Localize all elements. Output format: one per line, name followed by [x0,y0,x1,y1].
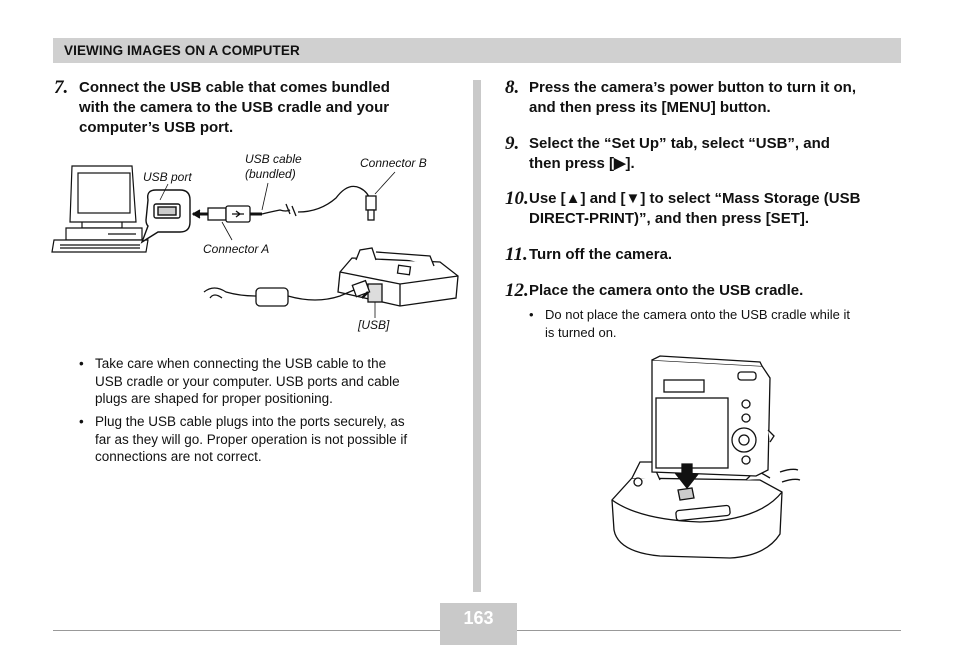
bullet-line: connections are not correct. [95,449,262,464]
step-7-number: 7. [54,77,69,98]
usb-label: [USB] [358,318,390,332]
note-item: • Do not place the camera onto the USB c… [529,306,850,341]
usb-cable [191,185,377,223]
step-8-line-1: Press the camera’s power button to turn … [529,79,856,96]
connector-a-label: Connector A [203,242,270,256]
step-8-number: 8. [505,77,520,98]
bullet-line: USB cradle or your computer. USB ports a… [95,373,400,389]
step-9-number: 9. [505,133,520,154]
step-10-number: 10. [505,188,529,209]
page-number-badge: 163 [440,603,517,645]
step-9-line-2: then press [▶]. [529,155,635,172]
usb-cable-label: USB cable [245,152,302,166]
bullet-item: • Take care when connecting the USB cabl… [79,355,400,408]
bullet-dot: • [529,307,534,322]
step-7-line-3: computer’s USB port. [79,119,234,136]
bullet-line: plugs are shaped for proper positioning. [95,391,333,406]
step-10-line-1: Use [▲] and [▼] to select “Mass Storage … [529,190,861,207]
step-11-line-1: Turn off the camera. [529,246,673,263]
step-9-line-1: Select the “Set Up” tab, select “USB”, a… [529,135,830,152]
bullet-line: far as they will go. Proper operation is… [95,431,408,447]
usb-port-callout [140,189,191,244]
usb-cable-bundled-label: (bundled) [245,167,296,181]
bullet-dot: • [79,356,84,371]
bullet-dot: • [79,414,84,429]
header-bar: VIEWING IMAGES ON A COMPUTER [53,38,901,63]
step-7-line-2: with the camera to the USB cradle and yo… [79,99,390,116]
step-8-line-2: and then press its [MENU] button. [529,99,771,116]
usb-port-label: USB port [143,170,192,184]
note-line: Do not place the camera onto the USB cra… [545,307,850,322]
step-10-line-2: DIRECT-PRINT)”, and then press [SET]. [529,210,810,227]
note-line: is turned on. [545,324,617,340]
page-number: 163 [463,608,494,628]
step-12-line-1: Place the camera onto the USB cradle. [529,282,804,299]
section-title: VIEWING IMAGES ON A COMPUTER [64,43,300,58]
computer-illustration [51,165,149,253]
connector-b-label: Connector B [360,156,427,170]
bullet-line: Plug the USB cable plugs into the ports … [95,414,405,429]
column-divider [473,80,481,592]
bullet-line: Take care when connecting the USB cable … [95,356,387,371]
step-7-line-1: Connect the USB cable that comes bundled [79,79,390,96]
step-11-number: 11. [505,244,528,265]
usb-cradle [337,247,459,307]
step-12-number: 12. [505,280,529,301]
bullet-item: • Plug the USB cable plugs into the port… [79,413,408,466]
